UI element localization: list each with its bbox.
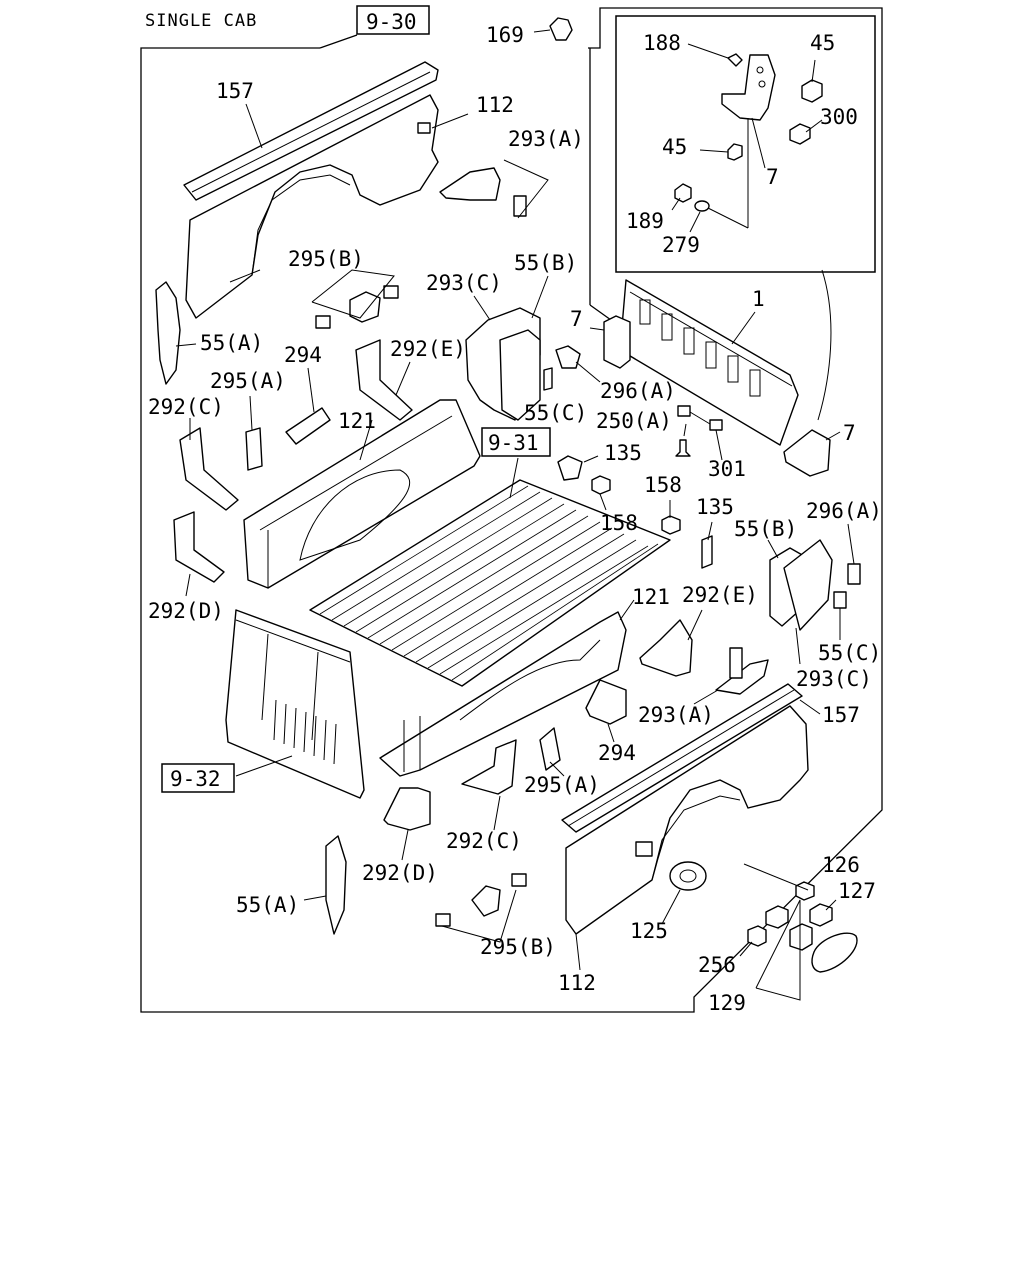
callout-292E-mid: 292(E) (682, 583, 758, 607)
strip-55A-bottom (325, 835, 347, 935)
callout-169: 169 (486, 23, 524, 47)
callout-300: 300 (820, 105, 858, 129)
inset-hinge-detail (615, 15, 876, 273)
callout-189: 189 (626, 209, 664, 233)
callout-55A-bottom: 55(A) (236, 893, 299, 917)
callout-121-top: 121 (338, 409, 376, 433)
strip-55A-left (155, 281, 181, 385)
callout-55B-right: 55(B) (734, 517, 797, 541)
callout-157-a: 157 (216, 79, 254, 103)
ref-9-32: 9-32 (170, 767, 221, 791)
hinge-7-left (603, 315, 631, 369)
callout-295B-bottom: 295(B) (480, 935, 556, 959)
bracket-292E-top (355, 339, 413, 421)
inner-panel-121-mid (379, 611, 627, 777)
bracket-293C-top (465, 307, 581, 421)
side-panel-left (183, 61, 439, 319)
callout-295A-mid: 295(A) (524, 773, 600, 797)
plug-169 (549, 17, 573, 41)
ref-box-9-30 (356, 5, 430, 35)
front-panel (225, 609, 365, 799)
fuel-door-parts (747, 881, 858, 973)
callout-125: 125 (630, 919, 668, 943)
callout-293C-right: 293(C) (796, 667, 872, 691)
callout-7-a: 7 (766, 165, 779, 189)
inner-panel-121-top (243, 399, 481, 589)
callout-296A-top: 296(A) (600, 379, 676, 403)
ref-box-9-31 (481, 427, 551, 457)
bracket-294-top (285, 407, 331, 445)
clip-295B-top (315, 285, 399, 329)
callout-279: 279 (662, 233, 700, 257)
callout-301: 301 (708, 457, 746, 481)
callout-7-b: 7 (570, 307, 583, 331)
callout-126: 126 (822, 853, 860, 877)
callout-135-b: 135 (696, 495, 734, 519)
fasteners-135-158 (557, 455, 713, 569)
clip-295A-mid (539, 727, 561, 771)
ref-box-9-32 (161, 763, 235, 793)
bed-floor (309, 479, 671, 687)
callout-112-a: 112 (476, 93, 514, 117)
callout-293A-mid: 293(A) (638, 703, 714, 727)
bracket-292E-mid (639, 619, 693, 677)
callout-157-b: 157 (822, 703, 860, 727)
bracket-292C-left (179, 427, 239, 511)
callout-7-c: 7 (843, 421, 856, 445)
callout-188: 188 (643, 31, 681, 55)
callout-1: 1 (752, 287, 765, 311)
bracket-292D-mid (383, 787, 431, 831)
callout-129: 129 (708, 991, 746, 1015)
bracket-294-mid (585, 679, 627, 725)
callout-55C-right: 55(C) (818, 641, 881, 665)
callout-55A-left: 55(A) (200, 331, 263, 355)
callout-127: 127 (838, 879, 876, 903)
callout-158-a: 158 (644, 473, 682, 497)
clip-295A-left (245, 427, 263, 471)
side-panel-right (561, 683, 809, 935)
callout-112-b: 112 (558, 971, 596, 995)
callout-296A-right: 296(A) (806, 499, 882, 523)
bolt-250A (675, 405, 723, 457)
hinge-7-right (783, 429, 831, 477)
callout-45-a: 45 (810, 31, 835, 55)
ref-9-30: 9-30 (366, 10, 417, 34)
clip-295B-bottom (435, 873, 527, 927)
callout-292D-mid: 292(D) (362, 861, 438, 885)
callout-292C-left: 292(C) (148, 395, 224, 419)
callout-55C-top: 55(C) (524, 401, 587, 425)
callout-256: 256 (698, 953, 736, 977)
callout-293A-top: 293(A) (508, 127, 584, 151)
bracket-set-right (769, 539, 861, 631)
callout-292C-mid: 292(C) (446, 829, 522, 853)
callout-135-a: 135 (604, 441, 642, 465)
callout-293C-top: 293(C) (426, 271, 502, 295)
callout-250A: 250(A) (596, 409, 672, 433)
callout-121-mid: 121 (632, 585, 670, 609)
callout-294-mid: 294 (598, 741, 636, 765)
callout-292E-top: 292(E) (390, 337, 466, 361)
callout-294-top: 294 (284, 343, 322, 367)
bracket-292D-left (173, 511, 225, 583)
bracket-293A-top (439, 167, 527, 217)
callout-45-b: 45 (662, 135, 687, 159)
callout-158-b: 158 (600, 511, 638, 535)
callout-55B-top: 55(B) (514, 251, 577, 275)
bracket-292C-mid (461, 739, 517, 795)
callout-295B-top: 295(B) (288, 247, 364, 271)
diagram-title: SINGLE CAB (145, 11, 257, 31)
callout-292D-left: 292(D) (148, 599, 224, 623)
ref-9-31: 9-31 (488, 431, 539, 455)
bracket-293A-mid (715, 647, 769, 695)
callout-295A-left: 295(A) (210, 369, 286, 393)
